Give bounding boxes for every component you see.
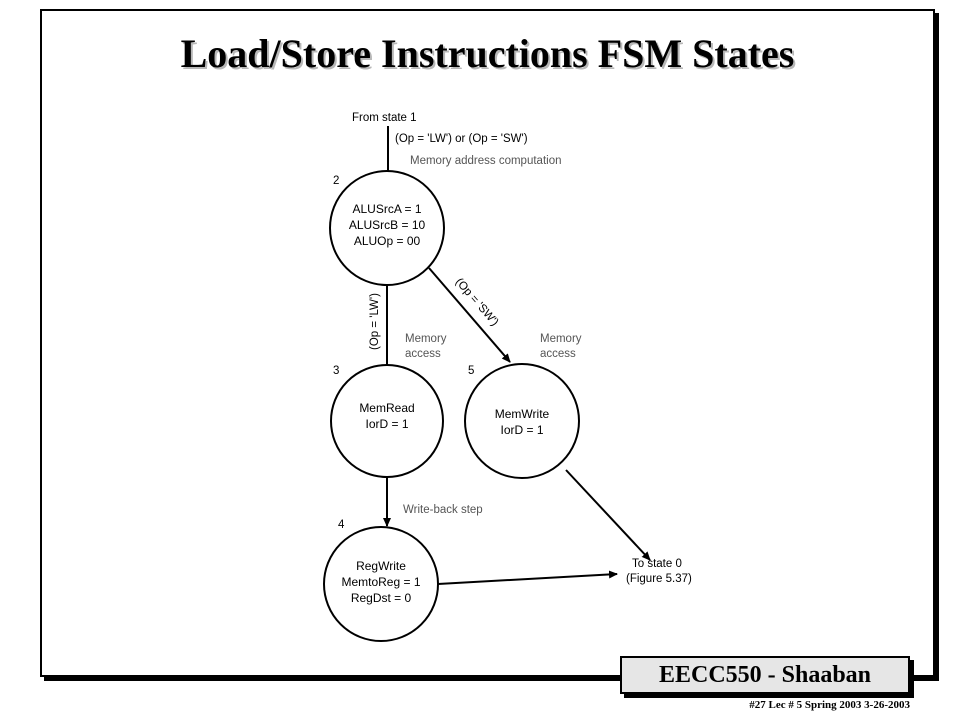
state-2-annotation: Memory address computation — [410, 155, 561, 167]
state-2-number: 2 — [333, 175, 339, 187]
state-2-line: ALUSrcB = 10 — [349, 218, 426, 232]
state-5-annotation: access — [540, 348, 576, 360]
course-badge: EECC550 - Shaaban — [620, 656, 910, 694]
state-4-line: RegDst = 0 — [351, 591, 412, 605]
state-3-annotation: access — [405, 348, 441, 360]
edge-2-to-5 — [428, 267, 511, 363]
state-5-number: 5 — [468, 365, 474, 377]
exit-label: To state 0 — [632, 558, 682, 570]
state-3-annotation: Memory — [405, 333, 447, 345]
edge-label-lw: (Op = 'LW') — [369, 293, 381, 350]
state-3-number: 3 — [333, 365, 339, 377]
state-5-line: MemWrite — [495, 407, 550, 421]
state-5-line: IorD = 1 — [500, 423, 543, 437]
edge-5-to-exit — [565, 469, 651, 561]
entry-condition: (Op = 'LW') or (Op = 'SW') — [395, 133, 528, 145]
state-4-annotation: Write-back step — [403, 504, 483, 516]
frame-shadow — [44, 13, 939, 681]
entry-label: From state 1 — [352, 112, 417, 124]
state-4-line: MemtoReg = 1 — [341, 575, 420, 589]
slide-footer: #27 Lec # 5 Spring 2003 3-26-2003 — [749, 699, 910, 711]
course-label: EECC550 - Shaaban — [658, 661, 872, 688]
state-5-annotation: Memory — [540, 333, 582, 345]
exit-label: (Figure 5.37) — [626, 573, 692, 585]
state-2-line: ALUOp = 00 — [354, 234, 421, 248]
state-3-line: MemRead — [359, 401, 414, 415]
state-3-line: IorD = 1 — [365, 417, 408, 431]
state-4-number: 4 — [338, 519, 345, 531]
slide-frame — [40, 9, 935, 677]
state-5-node — [464, 363, 580, 479]
state-4-line: RegWrite — [356, 559, 406, 573]
edge-4-to-exit — [437, 570, 618, 585]
state-2-line: ALUSrcA = 1 — [352, 202, 421, 216]
slide-title: Load/Store Instructions FSM States — [180, 31, 795, 76]
